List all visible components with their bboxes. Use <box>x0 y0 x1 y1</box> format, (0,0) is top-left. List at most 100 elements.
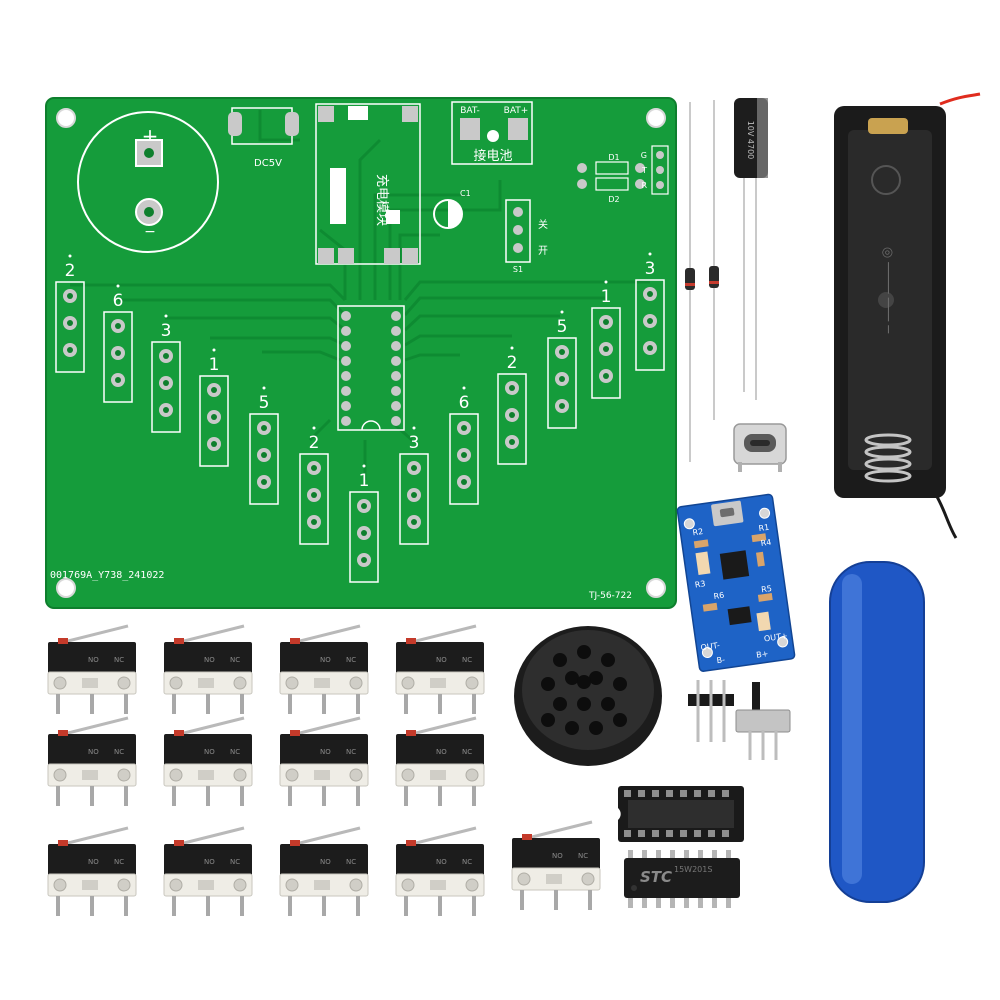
mount-hole <box>56 108 76 128</box>
switch-no-label: NO <box>552 852 563 860</box>
microswitch: NO NC <box>511 820 601 910</box>
dc5v-label: DC5V <box>254 158 282 169</box>
module-r3: R3 <box>694 579 706 589</box>
battery-holder: ◎ ──── ─── ─ <box>834 92 981 539</box>
key-number: 3 <box>645 259 656 279</box>
switch-nc-label: NC <box>462 858 472 866</box>
key-footprint: 1 <box>591 280 621 399</box>
board-code: 001769A_Y738_241022 <box>50 570 164 581</box>
mount-hole <box>646 108 666 128</box>
switch-no-label: NO <box>204 858 215 866</box>
mount-hole <box>56 578 76 598</box>
key-footprint: 2 <box>55 254 85 373</box>
microswitch: NO NC <box>47 624 137 714</box>
switch-nc-label: NC <box>462 656 472 664</box>
svg-text:◎ ──── ─── ─: ◎ ──── ─── ─ <box>880 247 895 334</box>
ic-pads <box>341 311 401 426</box>
bat-minus-label: BAT- <box>460 106 480 116</box>
microswitch: NO NC <box>279 826 369 916</box>
switch-nc-label: NC <box>114 748 124 756</box>
microswitch: NO NC <box>395 826 485 916</box>
rgb-g-label: G <box>641 151 647 160</box>
key-footprint: 5 <box>249 386 279 505</box>
d1-label: D1 <box>608 153 619 162</box>
key-footprint: 1 <box>349 464 379 583</box>
module-r2: R2 <box>692 527 704 537</box>
capacitor-text: 10V 4700 <box>746 121 755 160</box>
switch-nc-label: NC <box>462 748 472 756</box>
key-number: 2 <box>309 433 320 453</box>
microswitch: NO NC <box>279 716 369 806</box>
switch-no-label: NO <box>88 748 99 756</box>
rgb-r-label: R <box>641 181 647 190</box>
switch-no-label: NO <box>204 748 215 756</box>
module-out-plus: OUT+ <box>763 631 788 643</box>
microswitch: NO NC <box>395 624 485 714</box>
module-r1: R1 <box>758 523 770 533</box>
switch-nc-label: NC <box>114 656 124 664</box>
key-footprint: 3 <box>635 252 665 371</box>
key-number: 6 <box>459 393 470 413</box>
key-number: 2 <box>65 261 76 281</box>
switch-no-label: NO <box>320 858 331 866</box>
module-b-plus: B+ <box>756 649 769 660</box>
switch-nc-label: NC <box>346 656 356 664</box>
switch-no-label: NO <box>204 656 215 664</box>
rgb-t-label: T <box>641 166 647 175</box>
microswitch: NO NC <box>163 716 253 806</box>
switch-nc-label: NC <box>230 858 240 866</box>
key-number: 1 <box>359 471 370 491</box>
buzzer-footprint <box>77 111 219 253</box>
switch-ref-label: S1 <box>513 265 523 274</box>
microswitch: NO NC <box>47 716 137 806</box>
switch-nc-label: NC <box>230 748 240 756</box>
module-b-minus: B- <box>716 655 726 665</box>
key-footprint: 1 <box>199 348 229 467</box>
switch-no-label: NO <box>320 656 331 664</box>
key-footprint: 5 <box>547 310 577 429</box>
switch-nc-label: NC <box>346 748 356 756</box>
minus-sign: − <box>144 224 156 240</box>
module-r6: R6 <box>713 591 725 601</box>
switch-no-label: NO <box>320 748 331 756</box>
key-number: 1 <box>601 287 612 307</box>
charge-module-label: 充电模块 <box>374 174 390 226</box>
ic-socket <box>618 786 744 842</box>
switch-no-label: NO <box>436 656 447 664</box>
key-number: 6 <box>113 291 124 311</box>
key-footprint: 3 <box>151 314 181 433</box>
speaker <box>514 626 662 766</box>
switch-no-label: NO <box>436 858 447 866</box>
switch-nc-label: NC <box>230 656 240 664</box>
c1-label: C1 <box>460 189 471 198</box>
ic-model: 15W201S <box>674 865 712 874</box>
d2-label: D2 <box>608 195 619 204</box>
key-footprint: 2 <box>497 346 527 465</box>
module-out-minus: OUT- <box>700 641 720 653</box>
microswitch: NO NC <box>163 826 253 916</box>
mount-hole <box>646 578 666 598</box>
microswitch: NO NC <box>163 624 253 714</box>
microswitch: NO NC <box>279 624 369 714</box>
key-footprint: 2 <box>299 426 329 545</box>
key-number: 1 <box>209 355 220 375</box>
switch-nc-label: NC <box>346 858 356 866</box>
bat-connect-label: 接电池 <box>473 148 512 164</box>
ic-chip: STC 15W201S <box>624 850 740 908</box>
switch-no-label: NO <box>88 858 99 866</box>
switch-on-label: 开 <box>538 246 548 257</box>
key-footprint: 6 <box>103 284 133 403</box>
switch-no-label: NO <box>88 656 99 664</box>
key-number: 3 <box>409 433 420 453</box>
bat-plus-label: BAT+ <box>504 106 529 116</box>
board-id: TJ-56-722 <box>588 591 632 601</box>
switch-nc-label: NC <box>578 852 588 860</box>
key-footprint: 3 <box>399 426 429 545</box>
